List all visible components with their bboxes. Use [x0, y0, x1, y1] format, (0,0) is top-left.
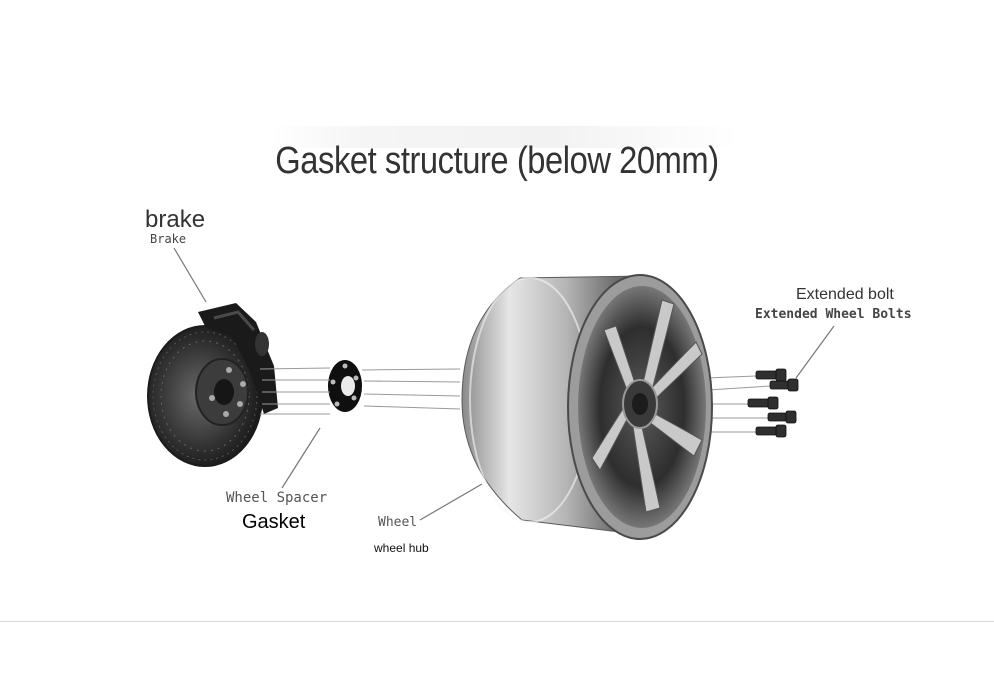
leader-lines	[173, 247, 835, 521]
extended-bolt-label: Extended bolt	[796, 286, 894, 303]
alignment-lines	[259, 367, 771, 433]
brake-disc-icon	[147, 325, 263, 467]
gasket-label: Gasket	[242, 511, 306, 533]
extended-wheel-bolts-label: Extended Wheel Bolts	[755, 307, 912, 322]
wheel-rim-icon	[461, 274, 713, 540]
brake-caliper-icon	[198, 303, 278, 414]
wheel-hub-label: wheel hub	[374, 541, 429, 555]
diagram-title: Gasket structure (below 20mm)	[275, 140, 719, 182]
wheel-label: Wheel	[378, 515, 418, 530]
brake-label-en: Brake	[150, 232, 187, 246]
extended-bolts-icon	[747, 368, 799, 438]
section-divider	[0, 621, 994, 622]
wheel-spacer-label: Wheel Spacer	[226, 490, 328, 506]
wheel-spacer-icon	[328, 360, 362, 412]
faded-background-text	[270, 126, 740, 148]
brake-label: brake	[145, 206, 206, 233]
